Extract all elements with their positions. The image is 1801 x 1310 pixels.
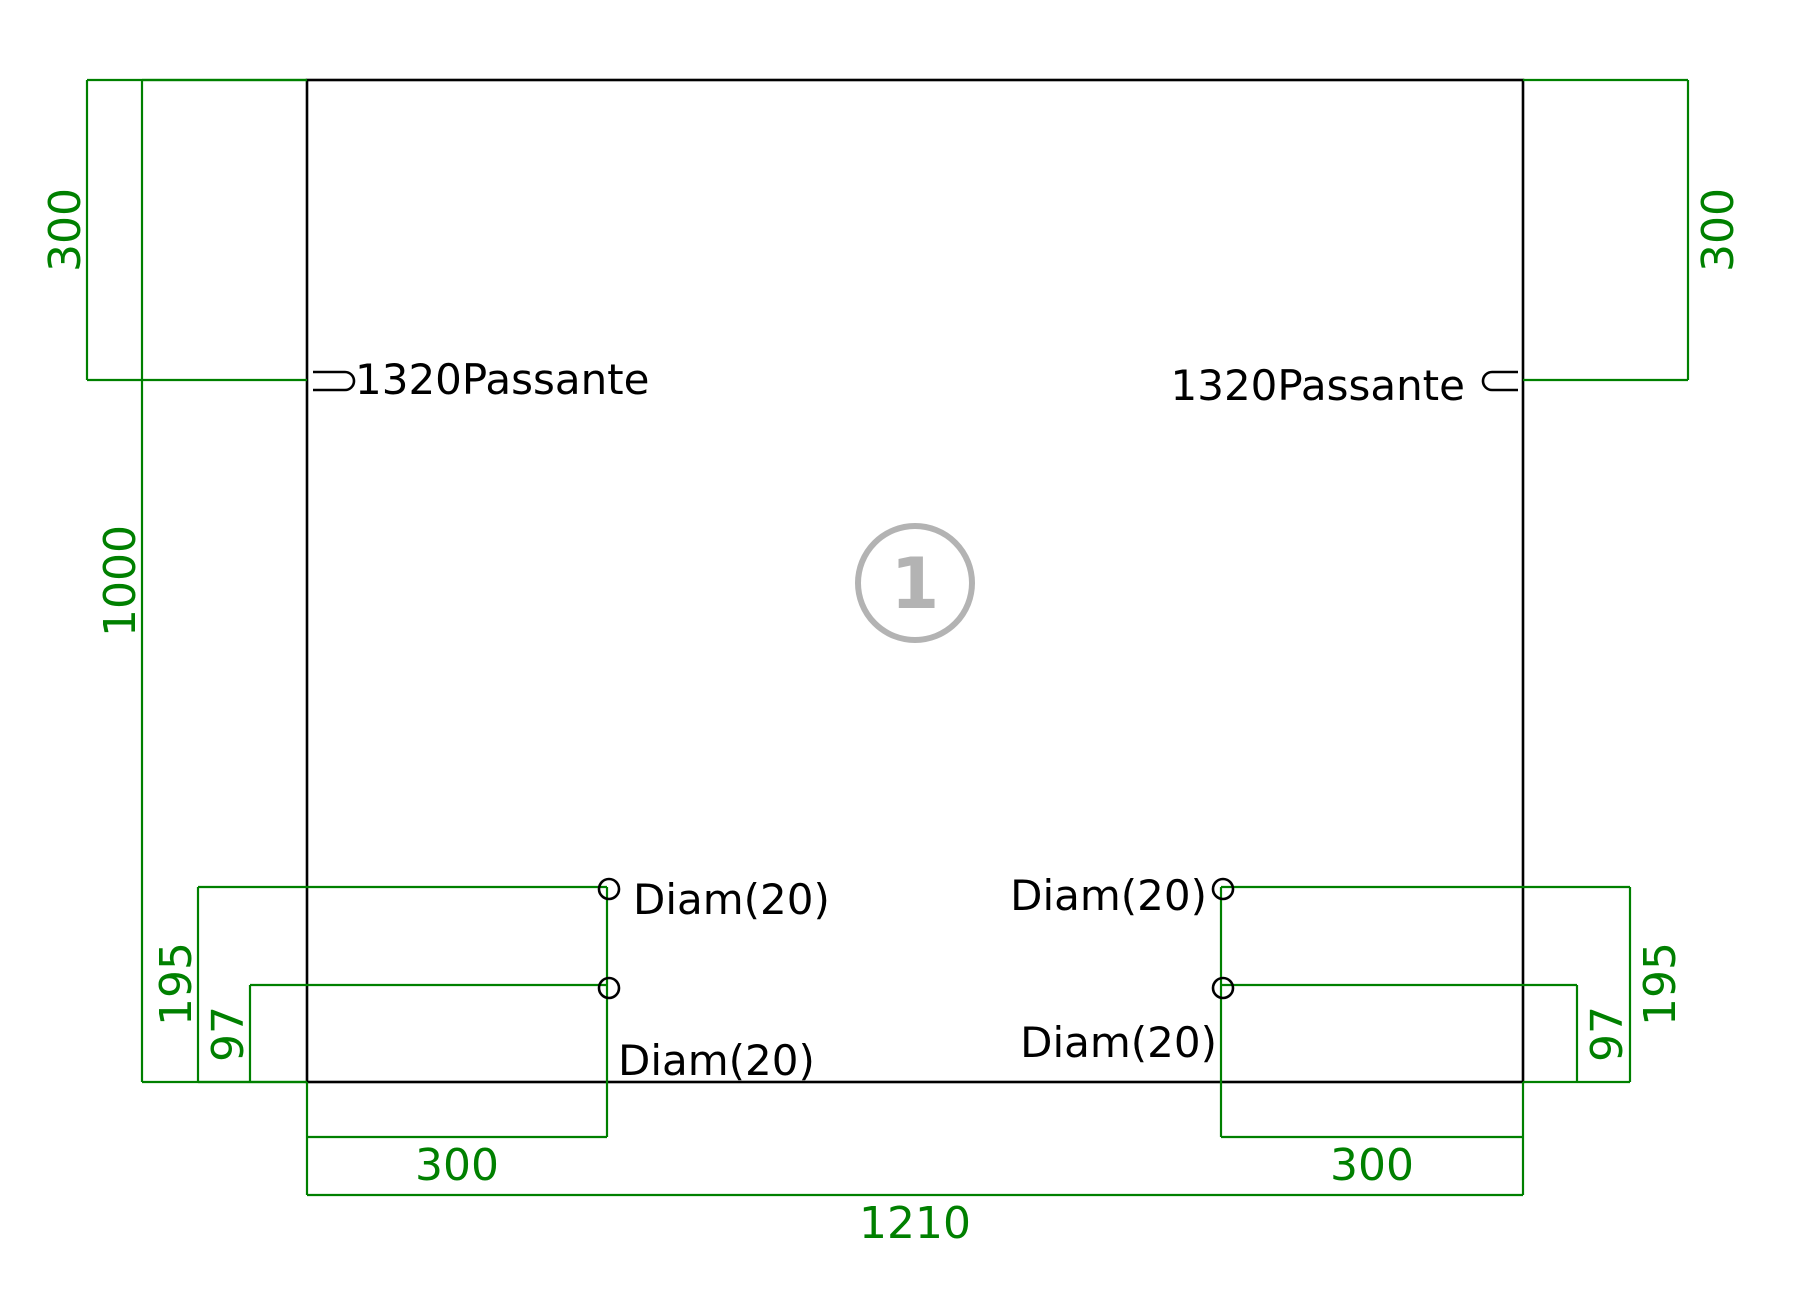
hole-left-top-note: Diam(20) (633, 875, 830, 924)
slot-icon (313, 370, 356, 392)
dimension-bottom-width: 1210 (307, 1193, 1523, 1249)
dimension-left-195: 195 (151, 885, 607, 1084)
dimension-left-height: 1000 (95, 78, 307, 1084)
hole-icon (597, 976, 621, 1000)
dimension-left-top-label: 300 (40, 188, 91, 272)
part-outline (305, 78, 1525, 1084)
slot-right-note: 1320Passante (1171, 361, 1466, 410)
hole-left-bottom-note: Diam(20) (618, 1036, 815, 1085)
dimension-right-97-label: 97 (1582, 1006, 1633, 1062)
slot-left-note: 1320Passante (355, 355, 650, 404)
hole-icon (1211, 976, 1235, 1000)
dimension-bottom-left-300: 300 (305, 1082, 607, 1195)
dimension-bottom-right-300: 300 (1221, 1082, 1525, 1195)
dimension-right-top: 300 (1523, 78, 1744, 382)
hole-icon (597, 877, 621, 901)
dimension-left-195-label: 195 (151, 942, 202, 1026)
hole-icon (1211, 877, 1235, 901)
part-number-badge: 1 (855, 523, 975, 643)
dimension-right-195-label: 195 (1635, 942, 1686, 1026)
hole-right-top-note: Diam(20) (1010, 871, 1207, 920)
dimension-right-97: 97 (1219, 887, 1633, 1137)
dimension-left-97: 97 (203, 887, 609, 1137)
dimension-bottom-right-300-label: 300 (1330, 1140, 1414, 1191)
dimension-left-height-label: 1000 (95, 525, 146, 637)
part-number-label: 1 (891, 543, 940, 625)
dimension-right-top-label: 300 (1693, 188, 1744, 272)
dimension-left-top: 300 (40, 78, 307, 382)
dimension-bottom-width-label: 1210 (859, 1198, 971, 1249)
hole-right-bottom-note: Diam(20) (1020, 1018, 1217, 1067)
slot-icon (1481, 370, 1518, 392)
dimension-bottom-left-300-label: 300 (415, 1140, 499, 1191)
dimension-left-97-label: 97 (203, 1006, 254, 1062)
